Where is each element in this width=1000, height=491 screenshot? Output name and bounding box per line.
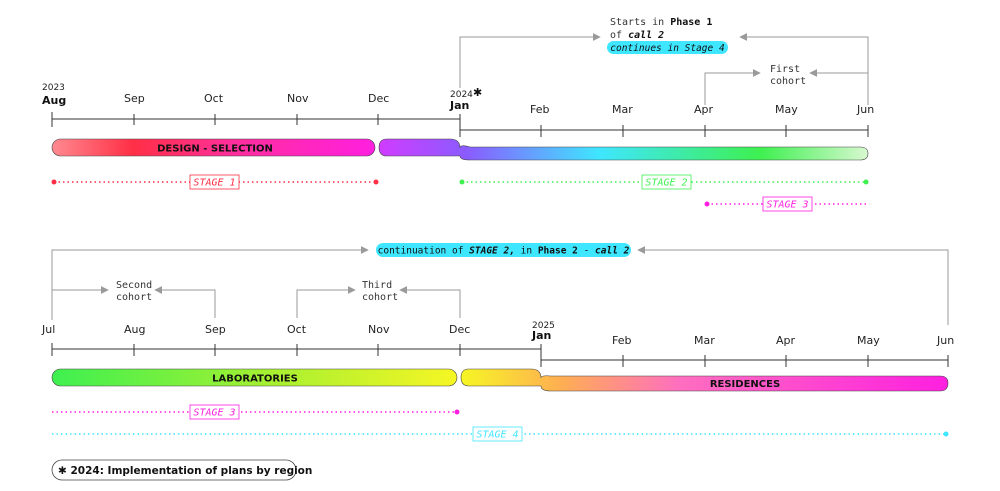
continues-stage4-pill [607, 41, 728, 54]
month-label: Apr [776, 334, 796, 347]
stage4-line [52, 426, 949, 442]
selection-continuation-bar [378, 138, 869, 161]
month-label: Dec [368, 92, 389, 105]
laboratories-label: LABORATORIES [212, 374, 298, 385]
stage3-label: STAGE 3 [766, 200, 808, 211]
month-label: Nov [368, 323, 390, 336]
stage4-label: STAGE 4 [476, 430, 518, 441]
stage1-label: STAGE 1 [193, 178, 235, 189]
residences-label: RESIDENCES [710, 379, 780, 390]
month-label: May [775, 103, 798, 116]
third-cohort-label-line1: Third [362, 280, 392, 291]
month-label: Nov [287, 92, 309, 105]
month-label: Feb [530, 103, 549, 116]
month-label: Sep [205, 323, 226, 336]
stage3-line-row1 [704, 196, 868, 212]
month-label: Aug [42, 94, 66, 107]
row2-axis [51, 343, 949, 367]
continues-stage4-label: continues in Stage 4 [610, 43, 725, 54]
month-label: Jun [936, 334, 954, 347]
footnote-box [51, 459, 297, 481]
month-label: Jun [856, 103, 874, 116]
first-cohort-label-line1: First [770, 64, 800, 75]
month-label: Aug [124, 323, 145, 336]
stage3-label: STAGE 3 [193, 408, 235, 419]
month-label: Mar [612, 103, 633, 116]
month-label: Oct [204, 92, 224, 105]
first-cohort-label-line2: cohort [770, 76, 806, 87]
month-label: Jul [41, 323, 55, 336]
month-label: Mar [694, 334, 715, 347]
footnote-text: ✱ 2024: Implementation of plans by regio… [58, 465, 312, 477]
third-cohort-label-line2: cohort [362, 292, 398, 303]
month-label: Jan [531, 329, 551, 342]
stage2-label: STAGE 2 [645, 178, 687, 189]
month-label: Jan [449, 99, 469, 112]
phase1-annotation-line1: Starts in Phase 1 [610, 17, 712, 28]
month-label: Apr [694, 103, 714, 116]
design-selection-bar [51, 138, 376, 157]
row1-axis [51, 112, 869, 137]
phase1-annotation-line2: of call 2 [610, 30, 664, 41]
year-2025-label: 2025 [532, 321, 555, 331]
stage2-line [459, 174, 869, 190]
laboratories-bar [51, 368, 458, 387]
stage3-line-row2 [52, 404, 460, 420]
asterisk-marker: ✱ [473, 86, 482, 99]
design-selection-label: DESIGN - SELECTION [157, 144, 273, 155]
month-label: Oct [287, 323, 307, 336]
second-cohort-label-line1: Second [116, 280, 152, 291]
continuation-stage2-label: continuation of STAGE 2, in Phase 2 - ca… [378, 246, 630, 257]
month-label: Dec [449, 323, 470, 336]
year-2024-label: 2024 [450, 90, 473, 100]
residences-bar [460, 368, 949, 392]
stage1-line [51, 174, 379, 190]
continuation-stage2-pill [376, 243, 631, 257]
second-cohort-label-line2: cohort [116, 292, 152, 303]
month-label: Feb [612, 334, 631, 347]
row2-arrows [51, 246, 949, 325]
month-label: May [857, 334, 880, 347]
month-label: Sep [124, 92, 145, 105]
phase1-arrows [459, 33, 869, 105]
year-2023-label: 2023 [42, 83, 65, 93]
